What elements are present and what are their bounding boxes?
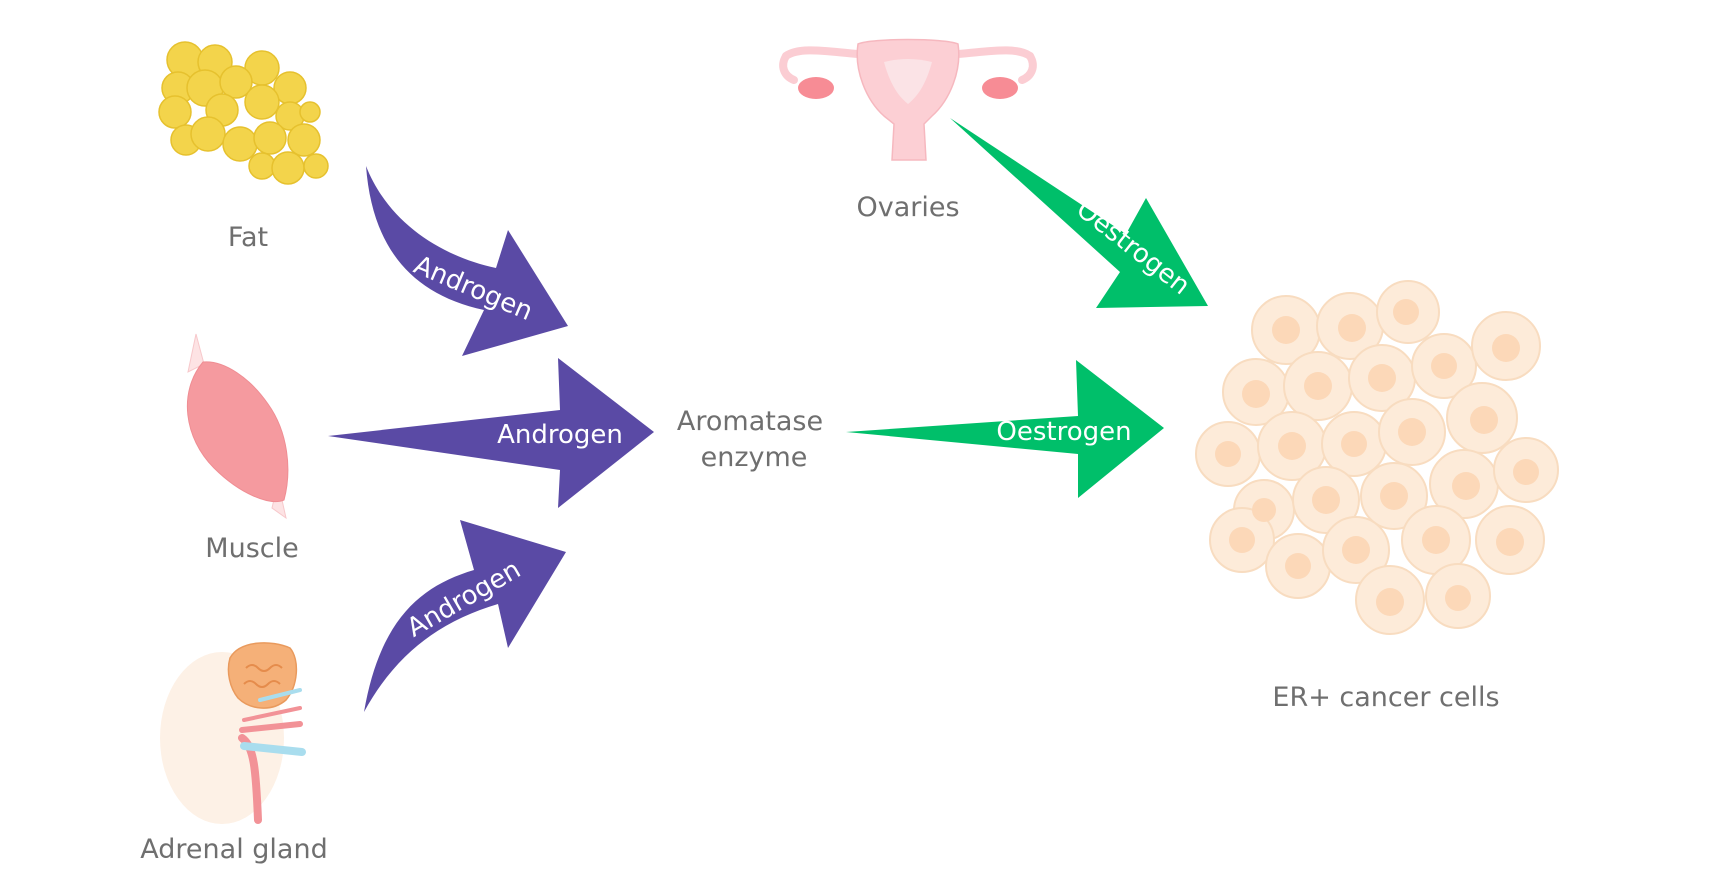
androgen-arrow-muscle-label: Androgen [497,420,623,450]
androgen-arrow-muscle: Androgen [328,358,654,508]
oestrogen-arrow-ovaries: Oestrogen [950,118,1208,308]
fat-label: Fat [228,222,268,253]
aromatase-label-line2: enzyme [701,442,808,473]
androgen-arrow-adrenal: Androgen [364,520,566,712]
muscle-label: Muscle [205,533,298,564]
fat-cells-icon [158,41,329,185]
adrenal-gland-label: Adrenal gland [140,834,327,865]
kidney-adrenal-icon [160,642,306,824]
oestrogen-arrow-enzyme: Oestrogen [846,360,1164,498]
er-cancer-cells-label: ER+ cancer cells [1272,682,1499,713]
oestrogen-arrow-enzyme-label: Oestrogen [996,417,1131,447]
androgen-arrow-fat: Androgen [366,166,568,356]
muscle-icon [186,333,289,520]
cancer-cells-cluster-icon [1195,280,1559,635]
uterus-ovaries-icon [779,38,1037,161]
ovaries-label: Ovaries [856,192,959,223]
aromatase-label-line1: Aromatase [677,406,823,437]
